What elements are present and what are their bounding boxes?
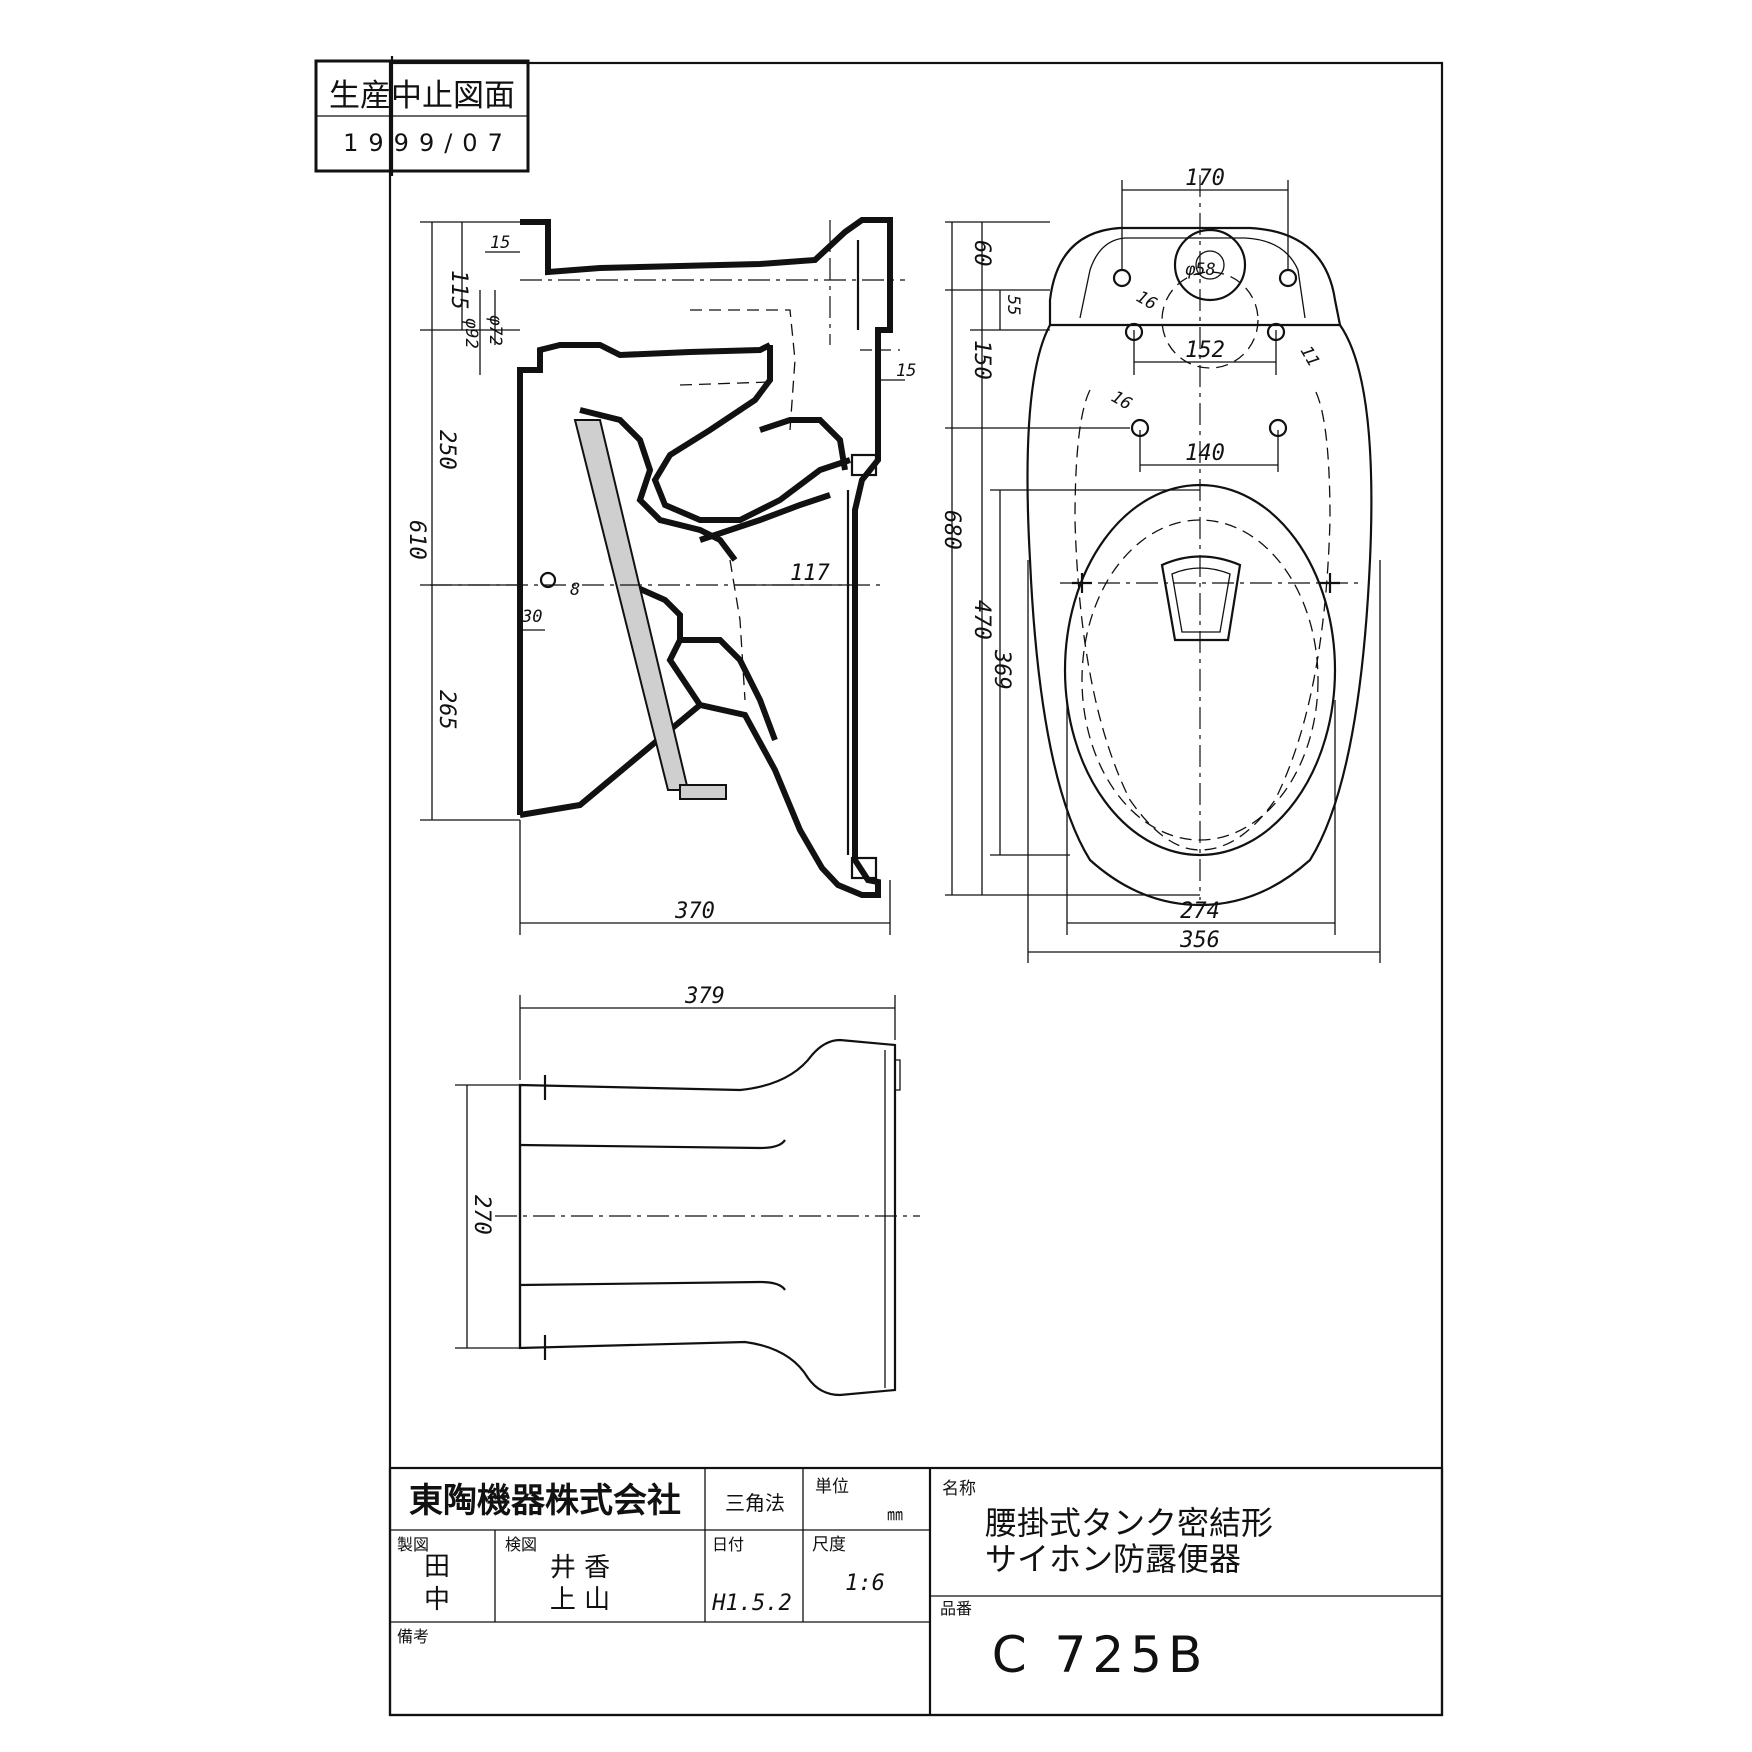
dim-plan-356: 356 [1179, 928, 1220, 953]
product-name-line2: サイホン防露便器 [985, 1540, 1241, 1578]
dim-side-30: 30 [521, 607, 542, 627]
title-block: 東陶機器株式会社 三角法 単位 ㎜ 名称 腰掛式タンク密結形 サイホン防露便器 … [388, 1466, 1444, 1717]
dim-plan-140: 140 [1185, 441, 1225, 466]
dim-plan-170: 170 [1185, 166, 1225, 191]
side-section-view: 15 115 φ72 φ92 250 610 265 30 8 117 15 3… [404, 217, 916, 935]
date-value: H1.5.2 [711, 1591, 791, 1616]
unit-label: 単位 [815, 1477, 849, 1497]
dim-side-117: 117 [790, 561, 830, 586]
dim-plan-55: 55 [1003, 295, 1023, 315]
dim-plan-680: 680 [939, 510, 964, 550]
checked-by-1: 井 香 [550, 1553, 610, 1583]
dim-side-right-15: 15 [896, 361, 916, 381]
dim-plan-16a: 16 [1133, 287, 1161, 315]
product-name-line1: 腰掛式タンク密結形 [985, 1504, 1273, 1542]
projection-method: 三角法 [725, 1491, 785, 1515]
dim-plan-470: 470 [969, 600, 994, 640]
dim-side-72: φ72 [485, 315, 505, 346]
remarks-label: 備考 [397, 1627, 429, 1646]
part-number-label: 品番 [940, 1599, 972, 1618]
dim-side-370: 370 [674, 899, 715, 924]
dim-plan-369: 369 [989, 649, 1014, 690]
drawn-by-1: 田 [424, 1552, 450, 1582]
dim-plan-58: φ58 [1185, 260, 1216, 280]
checked-by-2: 上 山 [550, 1585, 610, 1615]
dim-side-92: φ92 [461, 318, 481, 349]
date-label: 日付 [712, 1535, 744, 1554]
dim-plan-274: 274 [1180, 899, 1220, 924]
dim-side-265: 265 [434, 690, 459, 730]
dim-side-250: 250 [434, 430, 459, 470]
dim-plan-150: 150 [969, 340, 994, 380]
dim-front-270: 270 [469, 1195, 494, 1235]
dim-side-115: 115 [446, 270, 471, 310]
discontinued-stamp: 生産中止図面 1999/07 [314, 56, 530, 176]
dim-front-379: 379 [684, 984, 725, 1009]
drawn-label: 製図 [397, 1535, 429, 1554]
part-number: C 725B [992, 1626, 1209, 1684]
stamp-line2: 1999/07 [343, 129, 513, 157]
scale-value: 1:6 [845, 1571, 885, 1596]
checked-label: 検図 [505, 1535, 537, 1554]
dim-plan-16b: 16 [1108, 387, 1136, 415]
dim-side-610: 610 [404, 520, 429, 560]
dim-plan-11: 11 [1296, 343, 1324, 371]
stamp-line1: 生産中止図面 [329, 78, 515, 114]
bottom-view: 379 270 [455, 984, 920, 1397]
dim-side-bolt-8: 8 [570, 580, 580, 600]
dim-plan-60: 60 [969, 240, 994, 267]
plan-view: 170 φ58 16 11 152 16 140 60 55 150 680 4… [939, 166, 1381, 963]
drawn-by-2: 中 [424, 1585, 450, 1615]
company-name: 東陶機器株式会社 [409, 1481, 681, 1521]
dim-plan-152: 152 [1185, 338, 1225, 363]
scale-label: 尺度 [812, 1535, 846, 1555]
dim-side-top-15: 15 [490, 233, 510, 253]
name-label: 名称 [942, 1479, 976, 1499]
unit-value: ㎜ [887, 1505, 903, 1524]
